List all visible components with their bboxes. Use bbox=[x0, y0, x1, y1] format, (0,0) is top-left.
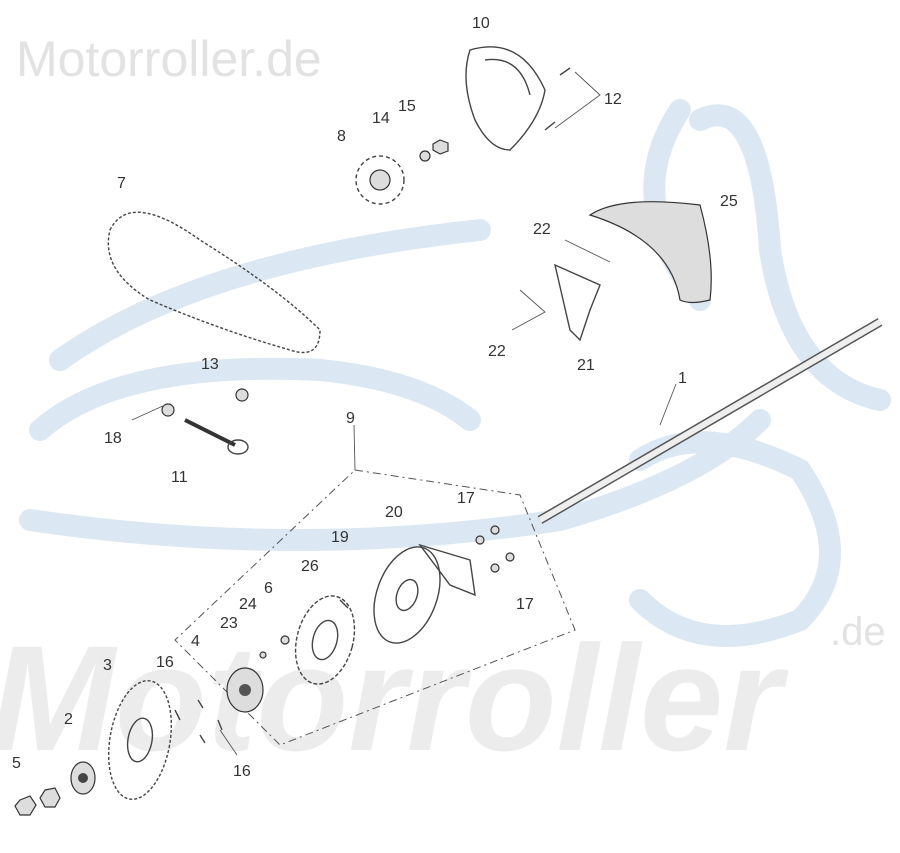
watermark-scooter-logo bbox=[19, 99, 891, 647]
leader-22a bbox=[564, 239, 611, 263]
watermark-bottom: Motorroller bbox=[0, 614, 789, 782]
label-13: 13 bbox=[201, 356, 219, 373]
part-5-nuts bbox=[14, 787, 61, 816]
label-2: 2 bbox=[64, 711, 73, 728]
part-14-washer bbox=[419, 150, 431, 162]
part-24-washer bbox=[280, 635, 290, 645]
part-4-hub bbox=[226, 667, 264, 713]
label-22b: 22 bbox=[488, 343, 506, 360]
label-14: 14 bbox=[372, 110, 390, 127]
part-12-bolts bbox=[544, 67, 601, 131]
label-16b: 16 bbox=[233, 763, 251, 780]
label-3: 3 bbox=[103, 657, 112, 674]
part-8-sprocket bbox=[355, 155, 405, 205]
part-9-assembly-outline bbox=[174, 469, 576, 746]
label-7: 7 bbox=[117, 175, 126, 192]
part-13-washer bbox=[235, 388, 249, 402]
label-26: 26 bbox=[301, 558, 319, 575]
label-6: 6 bbox=[264, 580, 273, 597]
label-16a: 16 bbox=[156, 654, 174, 671]
part-1-axle bbox=[537, 318, 883, 524]
part-15-nut bbox=[432, 139, 449, 155]
watermark-top: Motorroller.de bbox=[16, 31, 322, 87]
label-12: 12 bbox=[604, 91, 622, 108]
leader-9 bbox=[353, 424, 356, 471]
label-25: 25 bbox=[720, 193, 738, 210]
label-9: 9 bbox=[346, 410, 355, 427]
label-22a: 22 bbox=[533, 221, 551, 238]
label-4: 4 bbox=[191, 633, 200, 650]
leader-22b bbox=[511, 289, 546, 331]
part-26-bolt bbox=[339, 599, 349, 609]
part-25-fender bbox=[588, 201, 712, 304]
label-24: 24 bbox=[239, 596, 257, 613]
label-19: 19 bbox=[331, 529, 349, 546]
part-2-hub-flange bbox=[70, 761, 96, 795]
part-19-brake-disc bbox=[373, 546, 441, 644]
label-5: 5 bbox=[12, 755, 21, 772]
part-16-bolts bbox=[174, 699, 238, 756]
part-7-chain bbox=[107, 211, 321, 354]
label-21: 21 bbox=[577, 357, 595, 374]
part-10-chain-guard bbox=[465, 46, 546, 151]
part-17-nuts bbox=[475, 525, 515, 573]
label-10: 10 bbox=[472, 15, 490, 32]
part-20-caliper-bracket bbox=[418, 543, 476, 597]
label-18: 18 bbox=[104, 430, 122, 447]
part-labels: 1 2 3 4 5 6 7 8 9 10 11 12 13 14 15 16 1… bbox=[12, 15, 738, 780]
part-6-rear-sprocket bbox=[294, 595, 356, 685]
label-23: 23 bbox=[220, 615, 238, 632]
label-11: 11 bbox=[171, 469, 188, 486]
part-21-bracket bbox=[554, 263, 601, 342]
label-17a: 17 bbox=[457, 490, 475, 507]
label-8: 8 bbox=[337, 128, 346, 145]
part-23-nut bbox=[259, 651, 267, 659]
label-17b: 17 bbox=[516, 596, 534, 613]
part-11-adjuster-bolt bbox=[184, 418, 249, 455]
leader-18 bbox=[131, 404, 166, 421]
part-3-brake-disc bbox=[107, 679, 173, 801]
label-1: 1 bbox=[678, 370, 687, 387]
part-18-nut bbox=[161, 403, 175, 417]
label-15: 15 bbox=[398, 98, 416, 115]
watermark-suffix: .de bbox=[830, 610, 886, 654]
label-20: 20 bbox=[385, 504, 403, 521]
